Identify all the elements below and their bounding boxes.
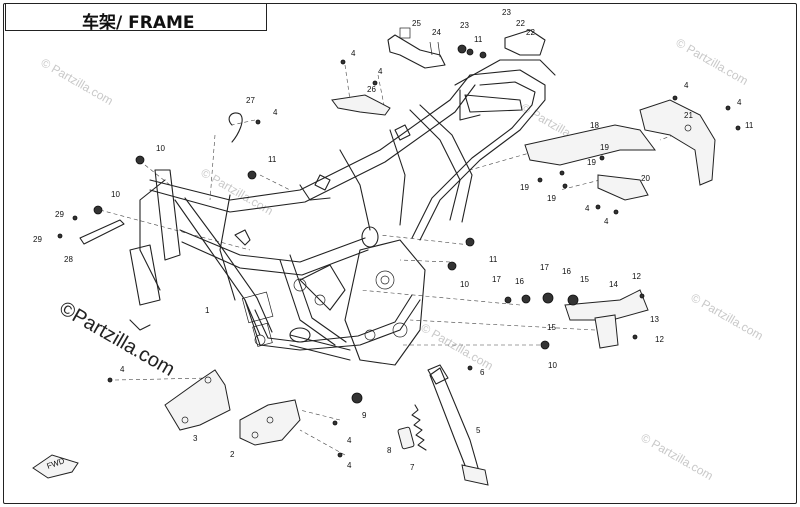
callout-6: 6 — [480, 368, 485, 377]
callout-18: 18 — [590, 121, 599, 130]
callout-8: 8 — [387, 446, 392, 455]
watermark-7: © Partzilla.com — [639, 430, 716, 483]
callout-26: 26 — [367, 85, 376, 94]
clip-27 — [228, 112, 243, 143]
title-box: 车架/ FRAME — [5, 3, 267, 33]
callout-11c: 11 — [745, 121, 754, 130]
callout-4b: 4 — [378, 67, 383, 76]
watermark-3: © Partzilla.com — [199, 165, 276, 218]
callout-7: 7 — [410, 463, 415, 472]
callout-10a: 10 — [156, 144, 165, 153]
callout-10c: 10 — [460, 280, 469, 289]
callout-4e: 4 — [737, 98, 742, 107]
callout-3: 3 — [193, 434, 198, 443]
callout-19a: 19 — [600, 143, 609, 152]
main-frame — [129, 59, 556, 366]
fasteners — [57, 59, 741, 458]
callout-4c: 4 — [273, 108, 278, 117]
callout-22a: 22 — [516, 19, 525, 28]
sleeve-8 — [397, 426, 415, 450]
watermark-6: © Partzilla.com — [419, 320, 496, 373]
fwd-arrow: FWD — [32, 454, 79, 479]
plate-2 — [239, 399, 301, 446]
callout-12a: 12 — [632, 272, 641, 281]
callout-22b: 22 — [526, 28, 535, 37]
callout-labels: 25 24 23 23 22 22 11 4 4 26 27 4 10 11 1… — [33, 8, 754, 472]
nut-9 — [351, 392, 363, 404]
callout-4f: 4 — [585, 204, 590, 213]
side-stand-5 — [427, 364, 489, 486]
callout-4g: 4 — [604, 217, 609, 226]
callout-21: 21 — [684, 111, 693, 120]
bracket-28 — [79, 219, 125, 245]
callout-15a: 15 — [580, 275, 589, 284]
callout-25: 25 — [412, 19, 421, 28]
callout-29a: 29 — [55, 210, 64, 219]
callout-12b: 12 — [655, 335, 664, 344]
leader-lines — [99, 64, 701, 456]
watermark-1: © Partzilla.com — [39, 55, 116, 108]
callout-17b: 17 — [540, 263, 549, 272]
callout-13: 13 — [650, 315, 659, 324]
callout-1: 1 — [205, 306, 210, 315]
spring-7 — [411, 404, 427, 451]
callout-16a: 16 — [515, 277, 524, 286]
callout-4h: 4 — [120, 365, 125, 374]
callout-15b: 15 — [547, 323, 556, 332]
callout-17a: 17 — [492, 275, 501, 284]
bracket-21 — [639, 99, 716, 186]
callout-5: 5 — [476, 426, 481, 435]
watermark-5: © Partzilla.com — [689, 290, 766, 343]
callout-27: 27 — [246, 96, 255, 105]
callout-19d: 19 — [547, 194, 556, 203]
callout-11a: 11 — [474, 35, 483, 44]
bracket-18 — [524, 124, 656, 166]
callout-10d: 10 — [548, 361, 557, 370]
callout-23b: 23 — [502, 8, 511, 17]
bracket-13-14 — [564, 289, 649, 349]
callout-20: 20 — [641, 174, 650, 183]
bracket-26 — [331, 94, 391, 116]
callout-10b: 10 — [111, 190, 120, 199]
callout-14: 14 — [609, 280, 618, 289]
callout-23a: 23 — [460, 21, 469, 30]
main-watermark: ©Partzilla.com — [56, 297, 179, 381]
callout-29b: 29 — [33, 235, 42, 244]
watermark-layer: © Partzilla.com © Partzilla.com © Partzi… — [39, 35, 766, 483]
callout-2: 2 — [230, 450, 235, 459]
callout-16b: 16 — [562, 267, 571, 276]
page-title: 车架/ FRAME — [82, 13, 195, 33]
bracket-20 — [597, 174, 649, 201]
callout-4i: 4 — [347, 436, 352, 445]
callout-11d: 11 — [489, 255, 498, 264]
bushings — [93, 48, 579, 350]
callout-4d: 4 — [684, 81, 689, 90]
callout-24: 24 — [432, 28, 441, 37]
callout-28: 28 — [64, 255, 73, 264]
bracket-24-25 — [387, 27, 446, 69]
bracket-22-23 — [457, 29, 546, 56]
callout-11b: 11 — [268, 155, 277, 164]
callout-19c: 19 — [520, 183, 529, 192]
callout-9: 9 — [362, 411, 367, 420]
callout-4a: 4 — [351, 49, 356, 58]
callout-19b: 19 — [587, 158, 596, 167]
plate-3 — [164, 369, 231, 431]
callout-4j: 4 — [347, 461, 352, 470]
